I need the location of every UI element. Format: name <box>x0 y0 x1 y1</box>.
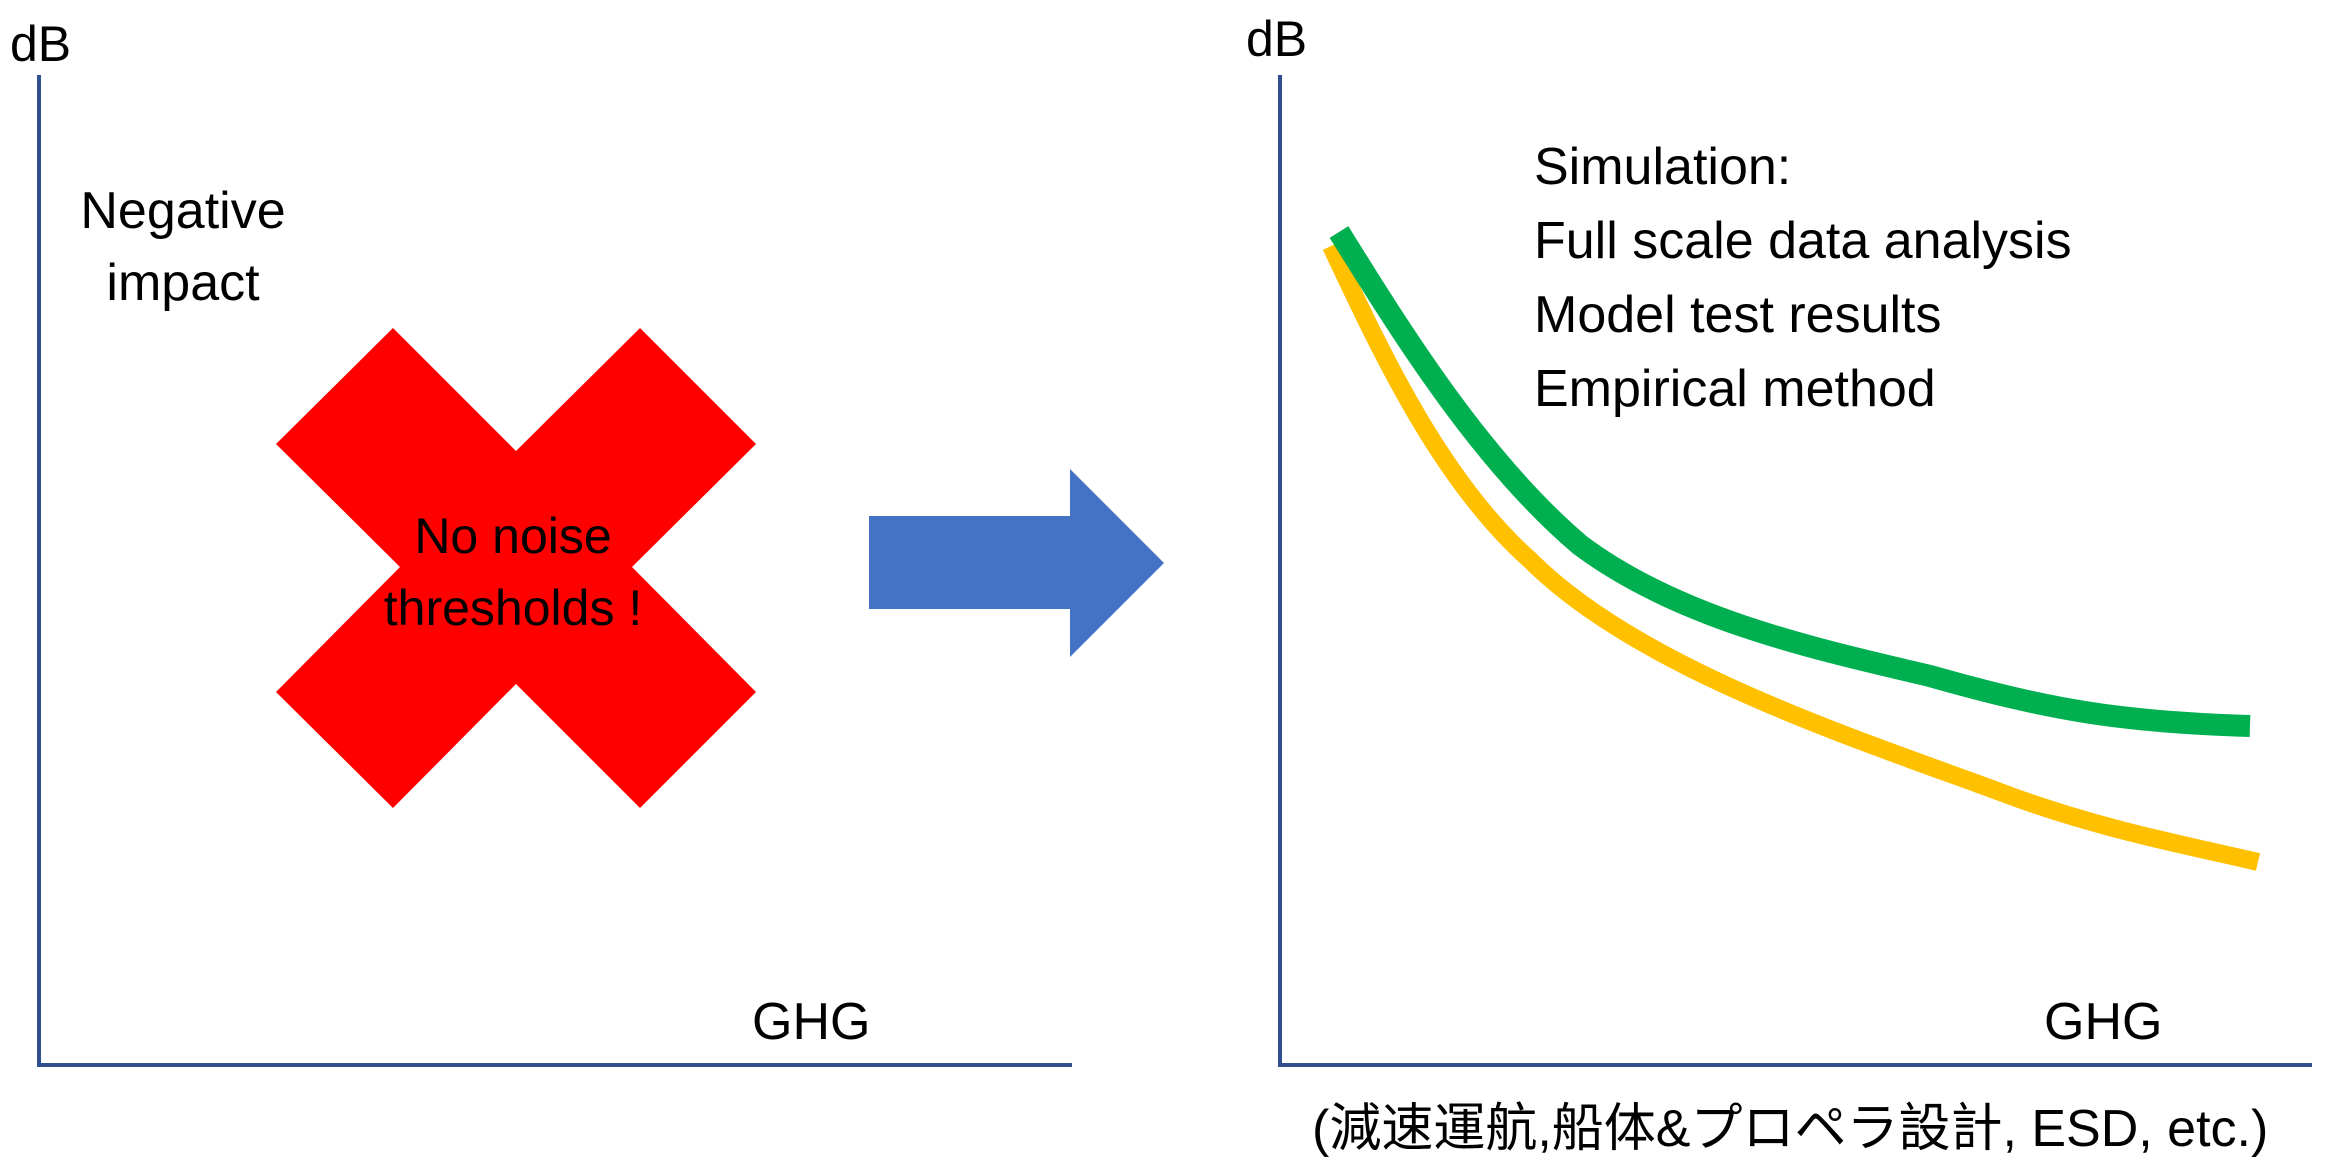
right-x-axis-label: GHG <box>2044 993 2163 1051</box>
red-cross-icon <box>276 328 756 808</box>
method-item: Simulation: <box>1534 138 1792 196</box>
negative-impact-note: Negative impact <box>40 175 326 319</box>
upper-curve <box>1329 226 2251 737</box>
methods-list: Simulation: Full scale data analysis Mod… <box>1534 130 2072 426</box>
method-item: Full scale data analysis <box>1534 212 2072 270</box>
right-arrow-icon <box>869 469 1164 657</box>
right-y-axis-label: dB <box>1246 11 1308 67</box>
cross-line-2: thresholds ! <box>383 580 643 636</box>
note-line-2: impact <box>106 254 260 312</box>
method-item: Empirical method <box>1534 360 1936 418</box>
cross-label: No noise thresholds ! <box>343 500 683 644</box>
left-x-axis-label: GHG <box>752 993 871 1051</box>
footer-note: (減速運航,船体&プロペラ設計, ESD, etc.) <box>1312 1100 2269 1158</box>
method-item: Model test results <box>1534 286 1942 344</box>
cross-line-1: No noise <box>414 508 612 564</box>
note-line-1: Negative <box>80 182 286 240</box>
left-y-axis-label: dB <box>10 16 72 72</box>
lower-curve <box>1322 242 2261 871</box>
